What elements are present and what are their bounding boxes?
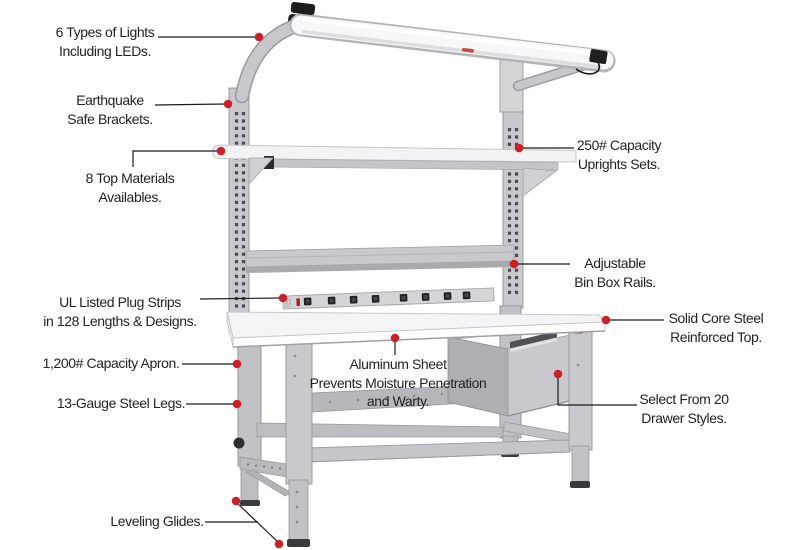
callout-solid-top: Solid Core Steel Reinforced Top. bbox=[668, 310, 764, 345]
light-tube bbox=[291, 15, 614, 70]
light-end-cap bbox=[589, 49, 608, 65]
clamp-knob bbox=[233, 437, 245, 449]
plug-strip bbox=[282, 287, 495, 310]
callout-uprights: 250# Capacity Uprights Sets. bbox=[576, 137, 662, 172]
upper-shelf bbox=[212, 144, 577, 197]
callout-bin-rails: Adjustable Bin Box Rails. bbox=[574, 255, 656, 290]
marker-glide-front bbox=[274, 539, 284, 549]
plug-strip-switch bbox=[296, 298, 301, 306]
benchtop bbox=[226, 311, 607, 348]
left-kick-channel bbox=[239, 456, 293, 497]
brand-mark bbox=[461, 47, 474, 53]
callout-glides: Leveling Glides. bbox=[110, 513, 204, 529]
marker-aluminum bbox=[390, 333, 400, 343]
marker-glide-rear bbox=[231, 496, 241, 506]
outlets bbox=[303, 291, 471, 306]
marker-lights bbox=[254, 32, 264, 42]
marker-steel-legs bbox=[232, 399, 242, 409]
shelf-bracket-left bbox=[248, 157, 274, 186]
callout-markers bbox=[216, 32, 611, 549]
bin-box-rail bbox=[245, 244, 515, 273]
rear-stretcher bbox=[256, 422, 504, 438]
light-cable bbox=[575, 61, 601, 75]
shelf-bracket-right bbox=[522, 167, 558, 197]
front-stretcher bbox=[305, 439, 571, 463]
leg-front-right bbox=[568, 327, 593, 488]
leg-front-left bbox=[285, 337, 313, 547]
callout-apron: 1,200# Capacity Apron. bbox=[42, 355, 180, 371]
upright-left bbox=[228, 87, 250, 333]
leveling-glide bbox=[287, 539, 310, 547]
leader-lines bbox=[132, 36, 664, 544]
callout-drawers: Select From 20 Drawer Styles. bbox=[639, 391, 729, 426]
callout-top-materials: 8 Top Materials Availables. bbox=[85, 170, 175, 205]
marker-apron bbox=[232, 359, 242, 369]
callout-lights: 6 Types of Lights Including LEDs. bbox=[55, 24, 155, 59]
marker-brackets bbox=[223, 99, 233, 109]
marker-solid-top bbox=[601, 315, 611, 325]
marker-uprights bbox=[514, 143, 524, 153]
leveling-glide bbox=[240, 500, 260, 506]
callout-brackets: Earthquake Safe Brackets. bbox=[67, 92, 153, 127]
leveling-glide bbox=[570, 481, 590, 488]
marker-plug-strips bbox=[278, 293, 288, 303]
marker-top-materials bbox=[216, 146, 226, 156]
light-clamp-top bbox=[290, 1, 316, 16]
drawer-handle bbox=[510, 331, 557, 349]
callout-aluminum: Aluminum Sheet Prevents Moisture Penetra… bbox=[309, 356, 487, 409]
upright-right bbox=[499, 39, 524, 309]
light-fixture bbox=[234, 1, 616, 104]
callout-plug-strips: UL Listed Plug Strips in 128 Lengths & D… bbox=[43, 294, 197, 329]
marker-bin-rails bbox=[509, 259, 519, 269]
callout-steel-legs: 13-Gauge Steel Legs. bbox=[56, 395, 186, 411]
marker-drawers bbox=[553, 369, 563, 379]
